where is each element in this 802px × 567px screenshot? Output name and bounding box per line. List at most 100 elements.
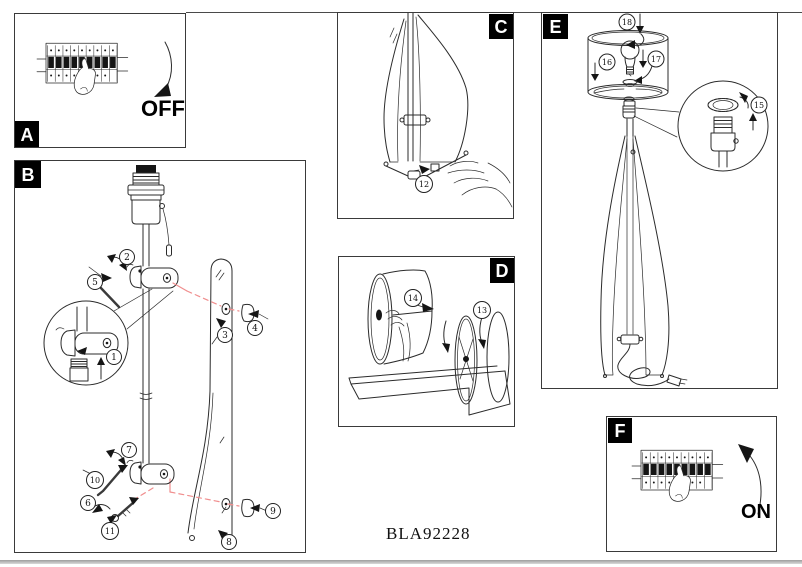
magnifier-leader-lines: [633, 107, 680, 138]
panel-a: OFF A: [14, 13, 186, 148]
step-callout-7: 7: [121, 442, 137, 458]
shade-ring-socket: [622, 79, 638, 119]
unrolling-hand-icon: [385, 310, 411, 362]
pole: [139, 223, 153, 464]
thumb-cap-icon: [241, 498, 268, 518]
svg-text:11: 11: [105, 527, 115, 536]
svg-text:18: 18: [622, 18, 632, 27]
step-callout-2: 2: [119, 249, 135, 265]
step-callout-5: 5: [87, 274, 103, 290]
lower-bracket: [126, 459, 175, 485]
rotate-arrow-icon: [442, 316, 486, 353]
lamp-socket-icon: [127, 165, 172, 257]
step-callout-6: 6: [80, 495, 96, 511]
arrow-icon: [634, 49, 653, 84]
magnified-socket-ring-detail: [677, 80, 769, 172]
rotate-arrow-icon: [106, 449, 126, 466]
panel-d-drawing: 14 13 D: [348, 258, 514, 416]
panel-b: 2 5: [14, 160, 306, 553]
arrow-icon: [591, 62, 599, 81]
arrow-icon: [92, 504, 111, 513]
svg-text:12: 12: [419, 180, 429, 189]
step-callout-17: 17: [647, 50, 665, 68]
arrow-icon: [412, 165, 430, 174]
step-callout-11: 11: [101, 522, 119, 540]
panel-c: 12 C: [337, 12, 514, 219]
arrow-icon: [107, 515, 117, 524]
on-caption: ON: [741, 501, 771, 523]
svg-text:7: 7: [126, 446, 132, 456]
panel-d-label: D: [490, 258, 514, 283]
panel-d: 14 13 D: [338, 256, 515, 427]
step-callout-3: 3: [217, 327, 233, 343]
panel-e-label: E: [543, 14, 568, 39]
svg-text:17: 17: [651, 55, 661, 64]
svg-text:1: 1: [111, 353, 117, 363]
upper-bracket: [126, 263, 179, 289]
step-callout-8: 8: [221, 534, 237, 550]
step-callout-15: 15: [750, 96, 768, 114]
arrow-icon: [216, 318, 226, 328]
product-code: BLA92228: [386, 524, 471, 543]
svg-text:14: 14: [408, 294, 418, 303]
step-callout-13: 13: [473, 301, 491, 319]
hex-key-icon: [82, 465, 128, 497]
panel-e-drawing: 18: [543, 13, 769, 387]
off-caption: OFF: [141, 96, 185, 121]
svg-text:15: 15: [754, 101, 764, 110]
svg-text:F: F: [615, 421, 626, 441]
panel-f-drawing: ON F: [608, 418, 771, 523]
power-cord-icon: [617, 343, 688, 387]
base-assembly: [383, 13, 469, 180]
drum-shade-icon: [587, 30, 669, 100]
table: [348, 365, 511, 416]
svg-text:2: 2: [124, 253, 130, 263]
step-callout-14: 14: [404, 289, 422, 307]
svg-text:A: A: [21, 125, 34, 145]
svg-text:8: 8: [226, 538, 232, 548]
step-callout-4: 4: [247, 320, 263, 336]
panel-e: 18: [541, 12, 778, 389]
thumb-cap-icon: [241, 303, 269, 323]
panel-b-drawing: 2 5: [15, 161, 281, 550]
panel-a-drawing: OFF A: [15, 41, 185, 147]
panel-b-label: B: [15, 161, 41, 188]
panel-c-drawing: 12 C: [383, 13, 513, 208]
panel-c-label: C: [489, 14, 513, 39]
svg-text:B: B: [22, 165, 35, 185]
svg-text:6: 6: [85, 499, 91, 509]
svg-text:3: 3: [222, 331, 228, 341]
red-alignment-guides: [134, 282, 240, 507]
svg-text:13: 13: [477, 306, 487, 315]
page-bottom-edge: [0, 560, 802, 564]
panel-f-label: F: [608, 418, 632, 443]
step-callout-18: 18: [618, 13, 636, 31]
svg-text:5: 5: [92, 278, 98, 288]
svg-text:D: D: [496, 261, 509, 281]
svg-text:C: C: [495, 17, 508, 37]
svg-text:E: E: [549, 17, 561, 37]
step-callout-16: 16: [598, 53, 616, 71]
step-callout-10: 10: [86, 471, 104, 489]
arrow-icon: [626, 33, 645, 49]
rolled-shade-icon: [367, 269, 433, 365]
light-bulb-icon: [620, 40, 640, 77]
rotate-up-arrow-icon: [738, 444, 762, 515]
rotate-down-arrow-icon: [154, 41, 172, 97]
magnified-bracket-detail: [43, 288, 174, 386]
floor-lamp-base: [600, 118, 670, 378]
step-callout-12: 12: [415, 175, 433, 193]
glass-blade-panel: [187, 258, 233, 549]
panel-a-label: A: [15, 121, 39, 147]
svg-text:10: 10: [90, 476, 100, 485]
step-callout-1: 1: [106, 349, 122, 365]
step-callout-9: 9: [265, 503, 281, 519]
panel-f: ON F: [606, 416, 777, 552]
adjusting-hand-icon: [447, 160, 513, 208]
screw-icon: [111, 497, 139, 522]
shade-rings-icon: [454, 311, 510, 405]
arrow-icon: [636, 13, 644, 34]
svg-text:9: 9: [270, 507, 276, 517]
pull-chain-icon: [166, 244, 172, 257]
